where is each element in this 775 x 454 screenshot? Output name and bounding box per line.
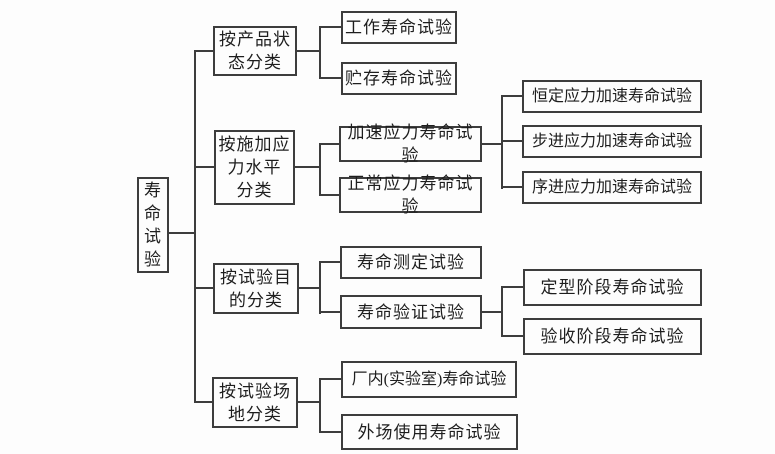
node-category-test-site: 按试验场 地分类: [212, 377, 298, 428]
connector-line: [501, 286, 525, 288]
node-step-stress-test: 步进应力加速寿命试验: [522, 125, 702, 158]
connector-line: [298, 401, 321, 403]
connector-line: [482, 311, 503, 313]
connector-line: [482, 143, 503, 145]
node-acceptance-stage-test: 验收阶段寿命试验: [523, 318, 702, 355]
connector-line: [169, 232, 196, 234]
node-category-test-purpose: 按试验目 的分类: [213, 263, 299, 314]
connector-line: [319, 311, 342, 313]
connector-line: [194, 50, 196, 403]
connector-line: [319, 26, 321, 79]
connector-line: [501, 95, 503, 189]
connector-line: [319, 378, 321, 433]
connector-line: [299, 287, 321, 289]
node-category-product-state: 按产品状 态分类: [213, 26, 297, 76]
connector-line: [319, 261, 321, 314]
node-factory-lab-test: 厂内(实验室)寿命试验: [341, 361, 517, 398]
node-field-use-test: 外场使用寿命试验: [341, 414, 518, 450]
connector-line: [501, 335, 525, 337]
connector-line: [319, 194, 341, 196]
node-normal-stress-test: 正常应力寿命试验: [339, 174, 482, 216]
connector-line: [194, 50, 215, 52]
connector-line: [319, 26, 343, 28]
connector-line: [297, 50, 321, 52]
connector-line: [194, 401, 214, 403]
node-storage-life-test: 贮存寿命试验: [341, 62, 457, 95]
connector-line: [319, 143, 321, 196]
connector-line: [295, 166, 321, 168]
node-life-measurement-test: 寿命测定试验: [340, 246, 482, 279]
node-working-life-test: 工作寿命试验: [341, 11, 457, 44]
connector-line: [319, 77, 343, 79]
node-constant-stress-test: 恒定应力加速寿命试验: [522, 80, 702, 113]
connector-line: [319, 431, 343, 433]
connector-line: [194, 166, 216, 168]
node-life-verification-test: 寿命验证试验: [340, 295, 482, 329]
connector-line: [319, 261, 342, 263]
node-finalization-stage-test: 定型阶段寿命试验: [523, 269, 702, 306]
connector-line: [319, 143, 341, 145]
connector-line: [501, 186, 524, 188]
node-category-stress-level: 按施加应 力水平 分类: [214, 130, 295, 205]
connector-line: [319, 378, 343, 380]
connector-line: [501, 286, 503, 337]
connector-line: [501, 95, 524, 97]
connector-line: [501, 140, 524, 142]
node-progressive-stress-test: 序进应力加速寿命试验: [522, 171, 702, 204]
node-life-test: 寿 命 试 验: [137, 177, 169, 273]
node-accelerated-stress-test: 加速应力寿命试验: [339, 123, 482, 165]
connector-line: [194, 287, 215, 289]
